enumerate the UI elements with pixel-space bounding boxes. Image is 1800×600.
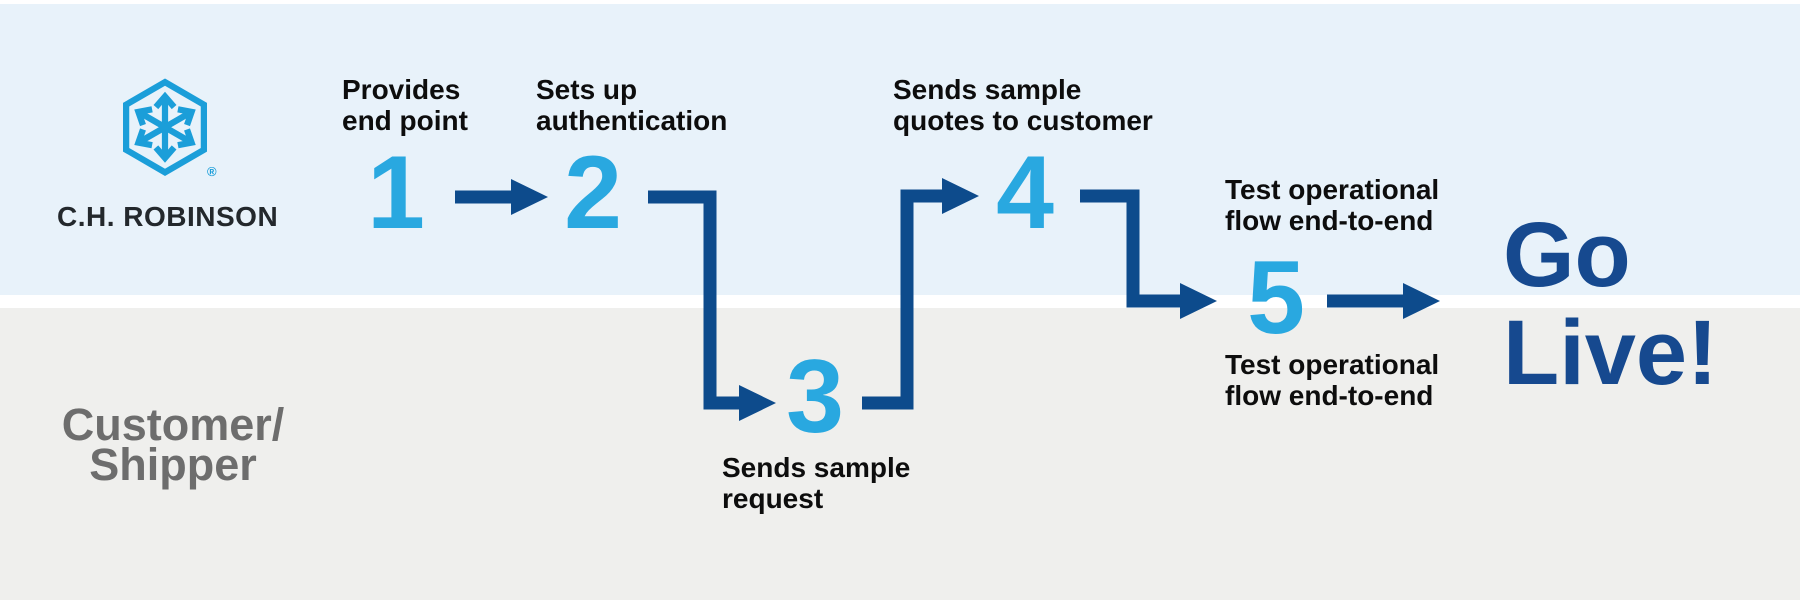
arrow-step2-to-step3 bbox=[648, 190, 776, 421]
lane-chrobinson bbox=[0, 4, 1800, 295]
step2-label: Sets up authentication bbox=[536, 74, 728, 136]
customer-label-line2: Shipper bbox=[89, 439, 257, 490]
step4-number: 4 bbox=[996, 135, 1054, 251]
arrow-step4-to-step5 bbox=[1080, 189, 1217, 319]
step5-label-above: Test operational flow end-to-end bbox=[1225, 174, 1440, 236]
registered-trademark-symbol: ® bbox=[207, 164, 217, 179]
lane-customer-shipper bbox=[0, 308, 1800, 600]
go-live-outcome: Go Live! bbox=[1503, 206, 1718, 402]
arrow-step3-to-step4 bbox=[862, 178, 979, 410]
step2-number: 2 bbox=[564, 135, 622, 251]
go-live-line1: Go bbox=[1503, 204, 1631, 306]
step5-label-below: Test operational flow end-to-end bbox=[1225, 349, 1440, 411]
step3-number: 3 bbox=[786, 339, 844, 455]
step4-label: Sends sample quotes to customer bbox=[893, 74, 1153, 136]
step3-label: Sends sample request bbox=[722, 452, 911, 514]
go-live-line2: Live! bbox=[1503, 302, 1718, 404]
arrow-step1-to-step2 bbox=[455, 179, 548, 215]
step1-number: 1 bbox=[367, 135, 425, 251]
customer-label-line1: Customer/ bbox=[61, 399, 285, 450]
step5-number: 5 bbox=[1247, 240, 1305, 356]
customer-shipper-lane-label: Customer/ Shipper bbox=[38, 399, 308, 490]
chrobinson-wordmark: C.H. ROBINSON bbox=[57, 201, 279, 232]
step1-label: Provides end point bbox=[342, 74, 468, 136]
chrobinson-logo-icon bbox=[123, 78, 207, 176]
arrow-step5-to-golive bbox=[1327, 283, 1440, 319]
